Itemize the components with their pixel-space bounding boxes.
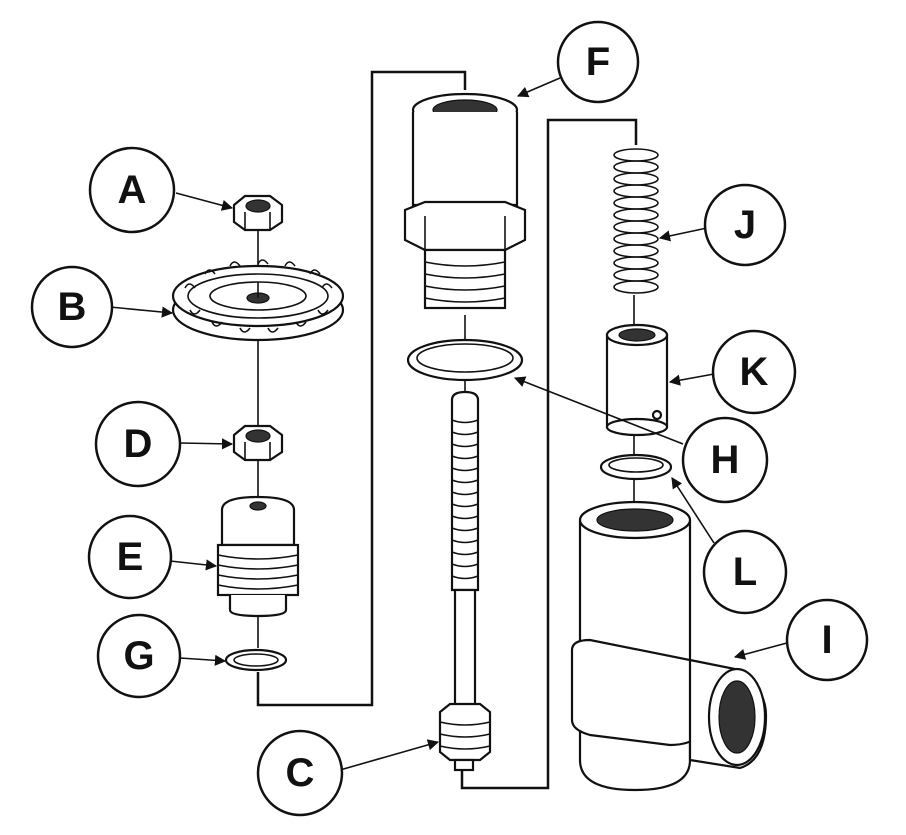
part-g-ring [224, 648, 288, 672]
callout-i-label: I [821, 618, 832, 662]
callout-k-label: K [740, 350, 769, 394]
part-j-spring [613, 148, 659, 294]
callout-h-label: H [711, 438, 740, 482]
part-e-threaded-cap [216, 495, 300, 618]
part-b-disc [171, 259, 345, 342]
callout-j-label: J [734, 203, 756, 247]
callout-l: L [702, 529, 788, 615]
callout-a-label: A [118, 168, 147, 212]
callout-b: B [30, 265, 114, 349]
part-i-tee-body [570, 500, 768, 792]
callout-k: K [711, 329, 797, 415]
part-f-fitting [403, 92, 527, 310]
callout-h: H [681, 416, 769, 504]
callout-f-label: F [586, 40, 610, 84]
callout-g: G [96, 613, 182, 699]
callout-a: A [88, 146, 176, 234]
callout-b-label: B [58, 285, 87, 329]
assembly-lines [256, 70, 638, 790]
callout-e: E [87, 514, 173, 600]
callout-d-label: D [124, 422, 153, 466]
part-k-sleeve [605, 323, 669, 437]
callout-c-label: C [286, 751, 315, 795]
part-a-nut [232, 194, 284, 232]
callout-l-label: L [733, 550, 757, 594]
callout-g-label: G [123, 634, 154, 678]
callout-i: I [785, 598, 869, 682]
leader-lines [109, 77, 799, 771]
part-l-ring [599, 453, 673, 481]
callout-e-label: E [117, 535, 144, 579]
part-c-stem [438, 390, 492, 772]
callout-f: F [556, 20, 640, 104]
callout-c: C [256, 729, 344, 817]
part-h-ring [406, 338, 524, 382]
part-d-nut [232, 424, 284, 462]
callout-j: J [703, 183, 787, 267]
callout-d: D [94, 400, 182, 488]
